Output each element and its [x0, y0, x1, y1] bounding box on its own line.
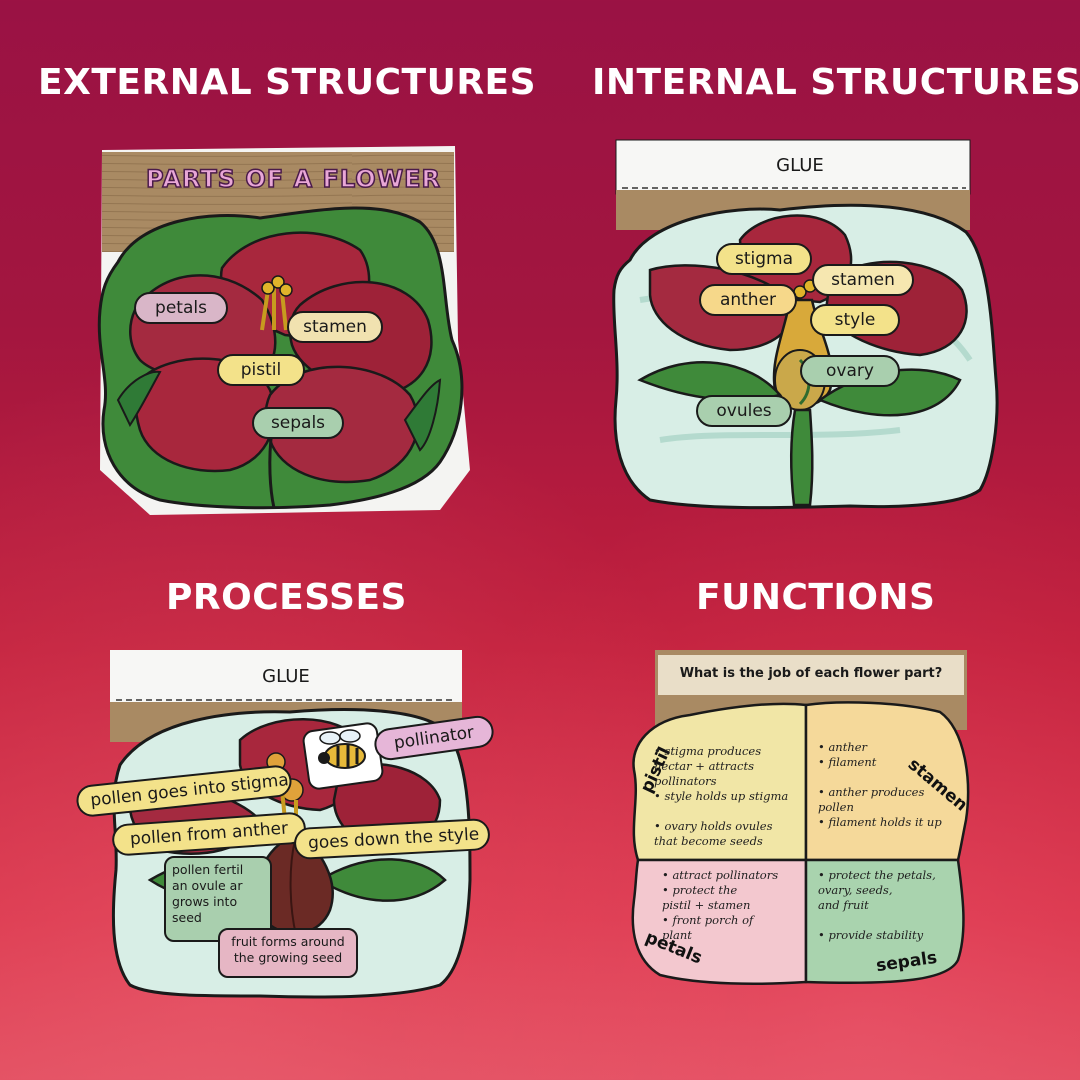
- notes-pistil: • stigma produces nectar + attracts poll…: [654, 744, 789, 848]
- label-anther: anther: [699, 284, 797, 316]
- label-pollen-fertilizes: pollen fertil an ovule ar grows into see…: [164, 856, 272, 942]
- title-external-structures: EXTERNAL STRUCTURES: [38, 62, 537, 103]
- label-pistil: pistil: [217, 354, 305, 386]
- title-internal-structures: INTERNAL STRUCTURES: [592, 62, 1080, 103]
- label-stamen-internal: stamen: [812, 264, 914, 296]
- label-stigma: stigma: [716, 243, 812, 275]
- processes-glue-label: GLUE: [262, 666, 310, 687]
- label-petals: petals: [134, 292, 228, 324]
- notes-stamen: • anther • filament • anther produces po…: [818, 740, 942, 829]
- notes-petals: • attract pollinators • protect the pist…: [662, 868, 779, 942]
- label-sepals: sepals: [252, 407, 344, 439]
- functions-question: What is the job of each flower part?: [679, 666, 943, 681]
- petals-panel: [631, 858, 808, 985]
- label-stamen: stamen: [287, 311, 383, 343]
- label-style: style: [810, 304, 900, 336]
- label-ovules: ovules: [696, 395, 792, 427]
- label-fruit-forms: fruit forms around the growing seed: [218, 928, 358, 978]
- sepals-panel: [804, 858, 965, 985]
- title-processes: PROCESSES: [166, 577, 407, 618]
- internal-glue-label: GLUE: [776, 155, 824, 176]
- title-functions: FUNCTIONS: [696, 577, 936, 618]
- stamen-panel: [804, 701, 970, 862]
- pistil-panel: [632, 702, 808, 862]
- label-ovary: ovary: [800, 355, 900, 387]
- external-banner-title: PARTS OF A FLOWER: [145, 164, 442, 194]
- notes-sepals: • protect the petals, ovary, seeds, and …: [818, 868, 936, 942]
